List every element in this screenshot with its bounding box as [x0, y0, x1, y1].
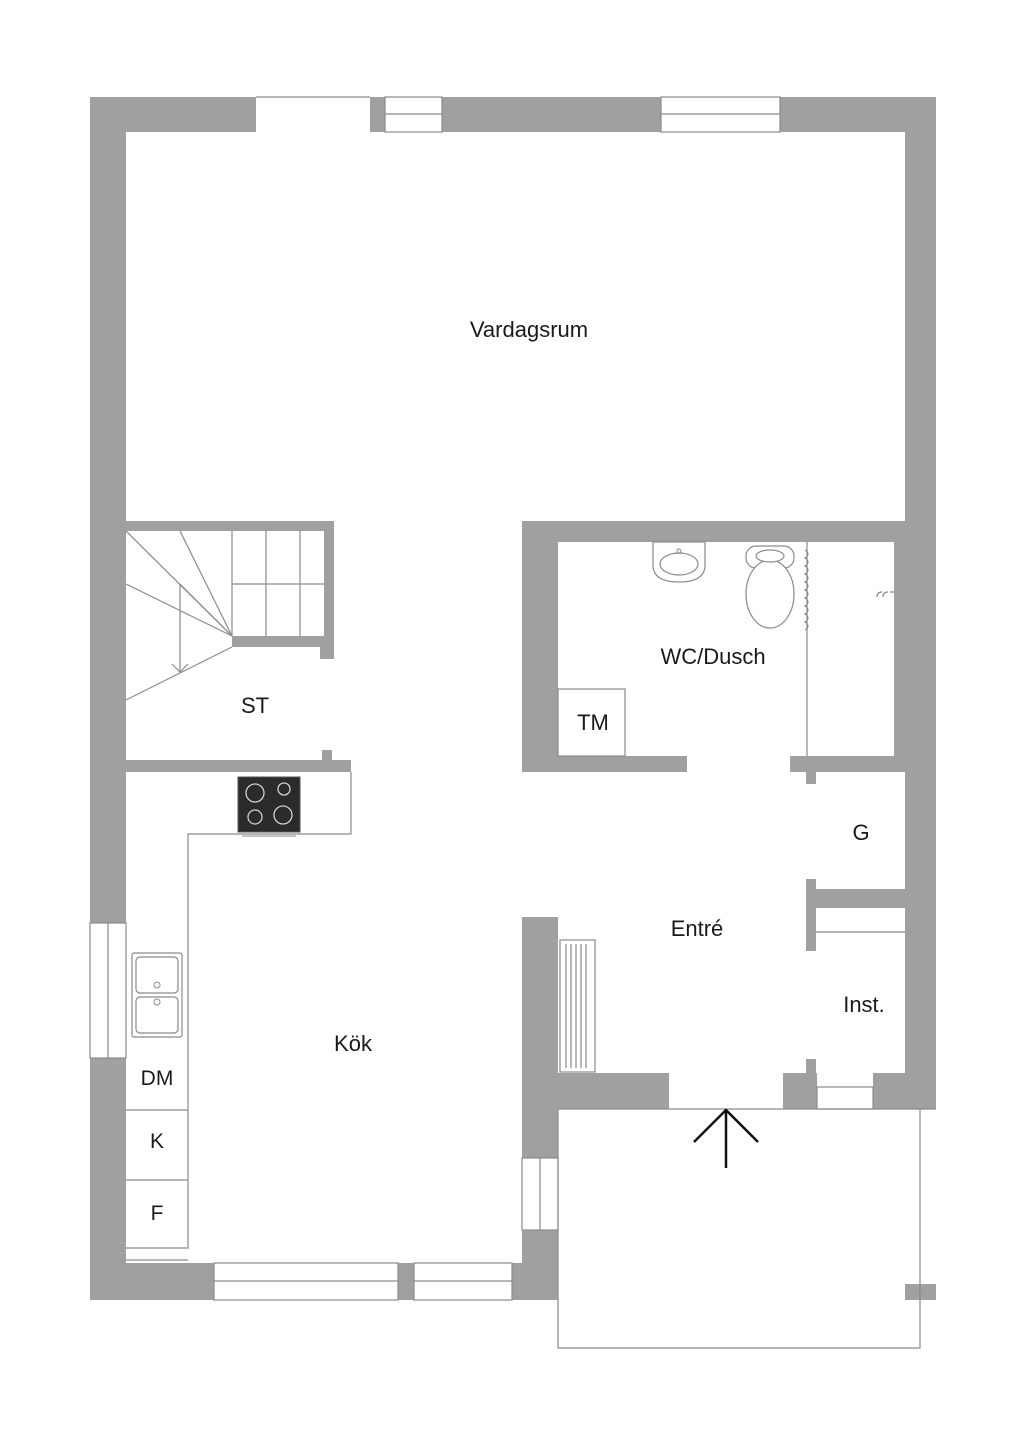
room-label-bathroom: WC/Dusch [660, 644, 765, 669]
room-label-installation: Inst. [843, 992, 885, 1017]
sink-icon [131, 952, 183, 1038]
windows [89, 96, 874, 1301]
washing-machine [557, 688, 626, 757]
room-label-stairs: ST [241, 693, 269, 718]
interior-walls [126, 521, 905, 1079]
bathroom-fixtures [557, 541, 894, 757]
room-label-closet: G [852, 820, 869, 845]
staircase [125, 530, 324, 701]
entrance-fixtures [557, 931, 936, 1349]
toilet-icon [745, 545, 795, 629]
room-label-kitchen: Kök [334, 1031, 373, 1056]
cooktop-icon [237, 776, 301, 837]
washbasin-icon [652, 541, 706, 583]
room-label-entrance: Entré [671, 916, 724, 941]
exterior-walls [90, 97, 936, 1300]
kitchen-fixtures [126, 772, 352, 1261]
radiator-icon [559, 939, 596, 1073]
room-labels: Vardagsrum ST WC/Dusch TM Kök Entré G In… [141, 317, 885, 1225]
appliance-label-freezer: F [151, 1202, 164, 1225]
room-label-living: Vardagsrum [470, 317, 588, 342]
appliance-label-fridge: K [150, 1130, 164, 1153]
room-label-washer: TM [577, 710, 609, 735]
entrance-arrow-icon [693, 1108, 759, 1168]
shower-icon [803, 542, 894, 756]
appliance-label-dishwasher: DM [141, 1067, 174, 1090]
